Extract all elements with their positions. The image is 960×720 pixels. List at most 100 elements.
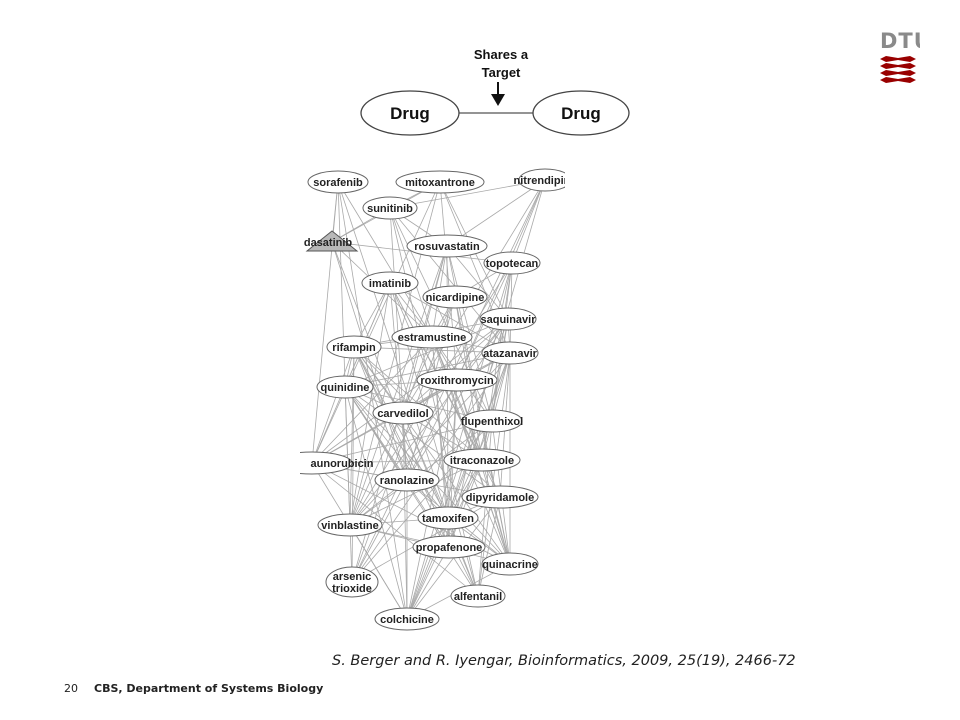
page-number: 20 [64,682,78,695]
network-node-sorafenib: sorafenib [307,170,369,194]
network-node-shape [518,168,565,192]
network-node-shape [307,170,369,194]
network-edge [406,352,511,620]
network-node-label: flupenthixol [461,416,523,428]
network-edge [446,245,509,320]
network-node-label: rifampin [332,342,376,354]
network-node-saquinavir: saquinavir [479,307,537,331]
network-node-shape [316,375,374,399]
network-edge [311,181,339,464]
network-node-shape [300,451,353,475]
network-edge [406,379,458,620]
network-edge [389,207,479,597]
network-node-nitrendipine: nitrendipine [514,168,565,192]
network-node-alfentanil: alfentanil [450,584,506,608]
network-edge [311,282,391,464]
network-node-shape [422,285,488,309]
dtu-logo-text: DTU [880,29,920,53]
network-node-label: trioxide [332,583,372,595]
network-node-shape [406,234,488,258]
network-edge [351,420,493,583]
network-node-shape [391,325,473,349]
legend-drug-node-right [532,90,630,136]
network-node-mitoxantrone: mitoxantrone [395,170,485,194]
network-edge [344,386,449,519]
network-node-shape [479,307,537,331]
network-node-label: topotecan [486,258,539,270]
network-node-shape [412,535,486,559]
network-edge [448,459,483,548]
network-node-shape [362,196,418,220]
network-node-shape [481,341,539,365]
network-node-topotecan: topotecan [483,251,541,275]
network-node-label: estramustine [398,332,466,344]
network-node-label: nitrendipine [514,175,565,187]
network-node-label: dipyridamole [466,492,534,504]
network-edge [389,179,546,209]
network-edge [406,546,450,620]
network-node-shape [481,552,539,576]
network-node-label: roxithromycin [420,375,494,387]
network-node-label: ranolazine [380,475,434,487]
network-edge [351,479,408,583]
network-edge [344,386,479,597]
network-node-shape [483,251,541,275]
network-edge [402,412,479,597]
network-node-carvedilol: carvedilol [372,401,434,425]
network-node-dasatinib: dasatinib [304,230,359,252]
network-edge [481,459,511,565]
network-edge [311,181,441,464]
network-node-shape [461,409,523,433]
network-node-label: nicardipine [426,292,485,304]
network-edge [481,352,511,461]
network-edge [389,207,511,354]
network-node-roxithromycin: roxithromycin [416,368,498,392]
network-node-rosuvastatin: rosuvastatin [406,234,488,258]
network-node-label: alfentanil [454,591,502,603]
dtu-logo-stripe [880,56,916,62]
network-edge [351,352,511,583]
dtu-logo-stripe [880,77,916,83]
network-node-shape [417,506,479,530]
network-edge [477,352,511,597]
network-node-estramustine: estramustine [391,325,473,349]
network-nodes: sorafenib mitoxantrone nitrendipine sunitin… [300,168,565,631]
network-node-label: tamoxifen [422,513,474,525]
network-edge [344,386,501,498]
network-node-colchicine: colchicine [374,607,440,631]
network-node-label: saquinavir [480,314,536,326]
network-node-shape [374,468,440,492]
network-node-quinidine: quinidine [316,375,374,399]
network-edge [439,181,458,381]
network-node-shape [461,485,539,509]
network-edge [349,282,391,526]
network-node-shape [325,566,379,598]
network-edge [311,462,479,597]
network-edge [353,346,501,498]
network-edge [349,524,408,620]
citation: S. Berger and R. Iyengar, Bioinformatics… [332,653,796,669]
network-node-label: atazanavir [483,348,538,360]
network-node-sunitinib: sunitinib [362,196,418,220]
network-node-quinacrine: quinacrine [481,552,539,576]
network-node-ranolazine: ranolazine [374,468,440,492]
network-node-propafenone: propafenone [412,535,486,559]
network-edge [456,179,546,381]
network-node-label: colchicine [380,614,434,626]
network-edge [511,179,546,264]
network-node-shape [450,584,506,608]
network-edge [344,318,509,388]
network-node-label: itraconazole [450,455,514,467]
network-edge [491,318,509,422]
dtu-logo: DTU [880,29,920,83]
network-node-label: arsenic [333,571,372,583]
network-node-label: imatinib [369,278,411,290]
legend-arrow-head [491,94,505,106]
legend-diagram: Shares a Target Drug Drug [360,47,630,136]
network-node-shape [395,170,485,194]
dtu-logo-mark [880,56,916,83]
network-node-shape [361,271,419,295]
dtu-logo-stripe [880,63,916,69]
